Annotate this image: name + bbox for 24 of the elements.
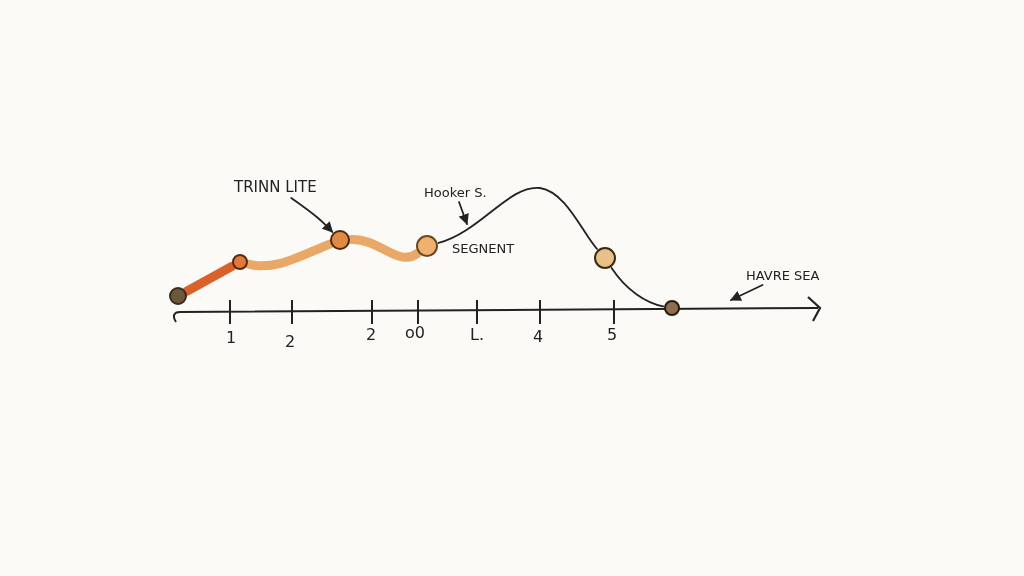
curve-band <box>182 261 237 296</box>
annotation-label: Hooker S. <box>424 185 487 200</box>
curve-line <box>610 267 665 308</box>
annotation-label: TRINN LITE <box>234 178 317 196</box>
point-marker <box>416 235 438 257</box>
tick-label: 1 <box>226 328 237 347</box>
point-marker <box>169 287 187 305</box>
tick-label: L. <box>470 325 484 344</box>
leader-arrow <box>458 201 469 225</box>
point-marker <box>594 247 616 269</box>
tick-label: 4 <box>533 327 544 346</box>
tick-label: o0 <box>405 323 425 342</box>
point-marker <box>232 254 248 270</box>
tick-label: 5 <box>607 325 618 344</box>
point-marker <box>330 230 350 250</box>
annotation-label: HAVRE SEA <box>746 268 820 283</box>
tick-label: 2 <box>285 332 296 351</box>
tick-label: 2 <box>366 325 377 344</box>
point-marker <box>664 300 680 316</box>
curve-line <box>437 187 598 250</box>
annotation-label: SEGNENT <box>452 241 515 256</box>
curve-band <box>244 239 335 271</box>
leader-arrow <box>730 284 764 301</box>
leader-arrow <box>290 197 334 233</box>
